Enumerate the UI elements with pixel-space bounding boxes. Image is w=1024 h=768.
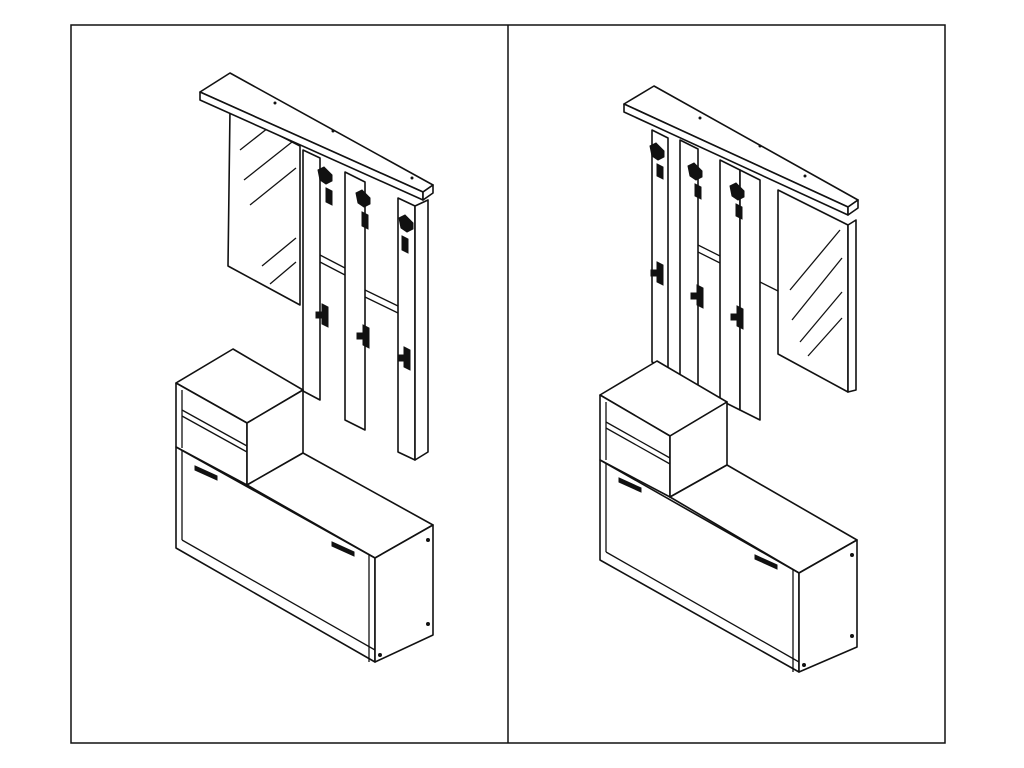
hook-panels: [302, 149, 429, 461]
mirror: [777, 189, 857, 393]
shoe-bench: [599, 360, 858, 673]
right-view: [599, 85, 859, 673]
top-shelf: [199, 72, 434, 201]
top-shelf: [623, 85, 859, 216]
shoe-bench: [175, 348, 434, 663]
left-view: [175, 72, 434, 663]
